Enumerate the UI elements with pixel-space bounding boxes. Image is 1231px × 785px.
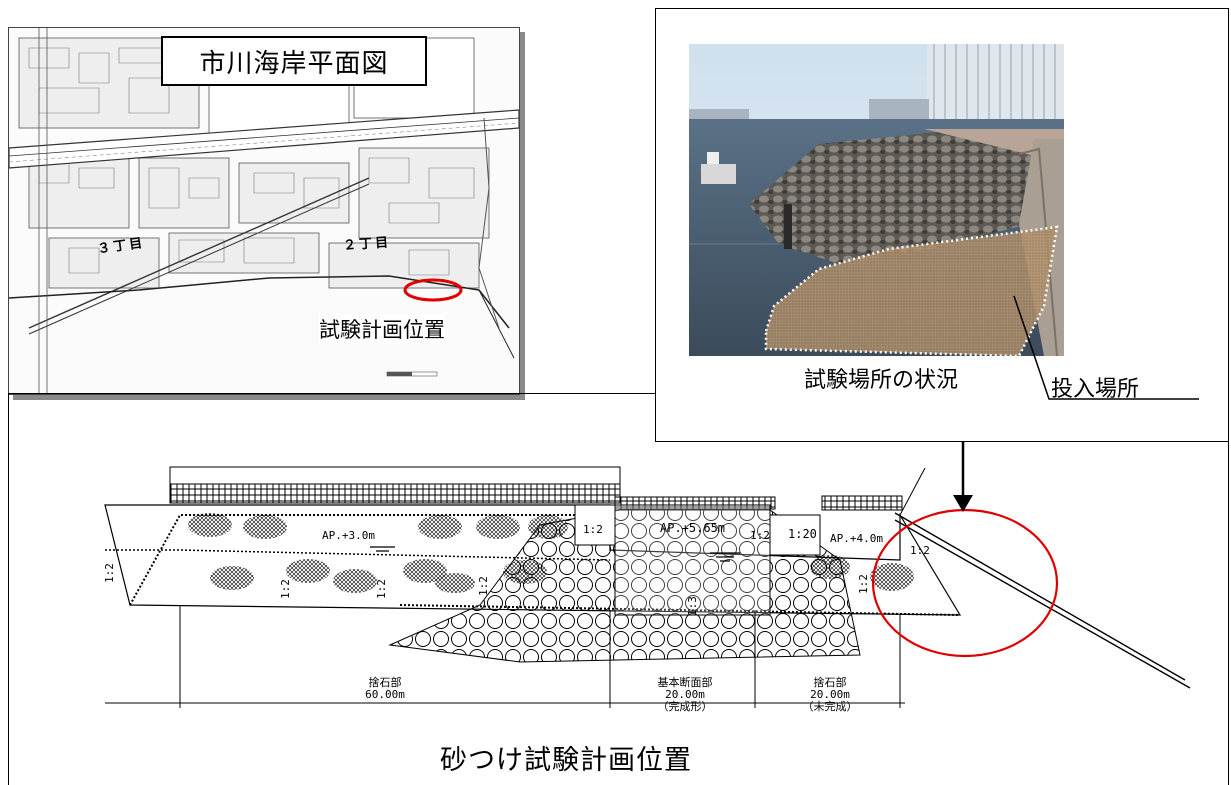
slope-label-1-20: 1:20 (788, 527, 817, 541)
slope-label-1-2-d: 1:2 (102, 563, 116, 583)
segment-middle: 基本断面部 20.00m （完成形） (640, 677, 730, 713)
elevation-label-mid: AP.+5.65m (660, 521, 726, 535)
site-photo (689, 44, 1064, 356)
slope-label-1-2-f: 1:2 (374, 579, 388, 599)
slope-label-1-2-h: 1:2 (856, 574, 870, 594)
slope-label-1-2-b: 1:2 (750, 529, 770, 542)
test-location-label: 試験計画位置 (319, 314, 445, 344)
cross-section-frame (8, 393, 1229, 785)
location-marker-ellipse (403, 278, 463, 302)
slope-label-1-2-c: 1:2 (910, 544, 930, 557)
segment-middle-length: 20.00m (665, 688, 705, 701)
segment-left-name: 捨石部 (368, 676, 402, 689)
elevation-label-left: AP.+3.0m (322, 529, 375, 542)
slope-label-1-2-g: 1:2 (476, 576, 490, 596)
section-title: 砂つけ試験計画位置 (440, 745, 692, 776)
segment-left: 捨石部 60.00m (355, 677, 415, 701)
slope-label-1-2-e: 1:2 (278, 579, 292, 599)
segment-left-length: 60.00m (365, 688, 405, 701)
segment-middle-note: （完成形） (657, 700, 713, 713)
deposit-location-callout: 投入場所 (1051, 377, 1140, 402)
slope-label-1-2-a: 1:2 (583, 523, 603, 536)
plan-map-panel: 市川海岸平面図 ３丁目 ２丁目 試験計画位置 (8, 27, 520, 395)
elevation-label-right: AP.+4.0m (830, 532, 883, 545)
photo-caption: 試験場所の状況 (804, 368, 959, 393)
slope-label-1-3: 1:3 (685, 596, 699, 616)
site-photo-panel (655, 8, 1229, 442)
deposit-area-marker (871, 508, 1059, 658)
segment-right: 捨石部 20.00m （未完成） (790, 677, 870, 713)
callout-leader (1013, 295, 1199, 400)
segment-right-name: 捨石部 (813, 676, 847, 689)
segment-right-note: （未完成） (802, 700, 858, 713)
segment-right-length: 20.00m (810, 688, 850, 701)
map-title: 市川海岸平面図 (161, 36, 427, 86)
segment-middle-name: 基本断面部 (657, 676, 713, 689)
